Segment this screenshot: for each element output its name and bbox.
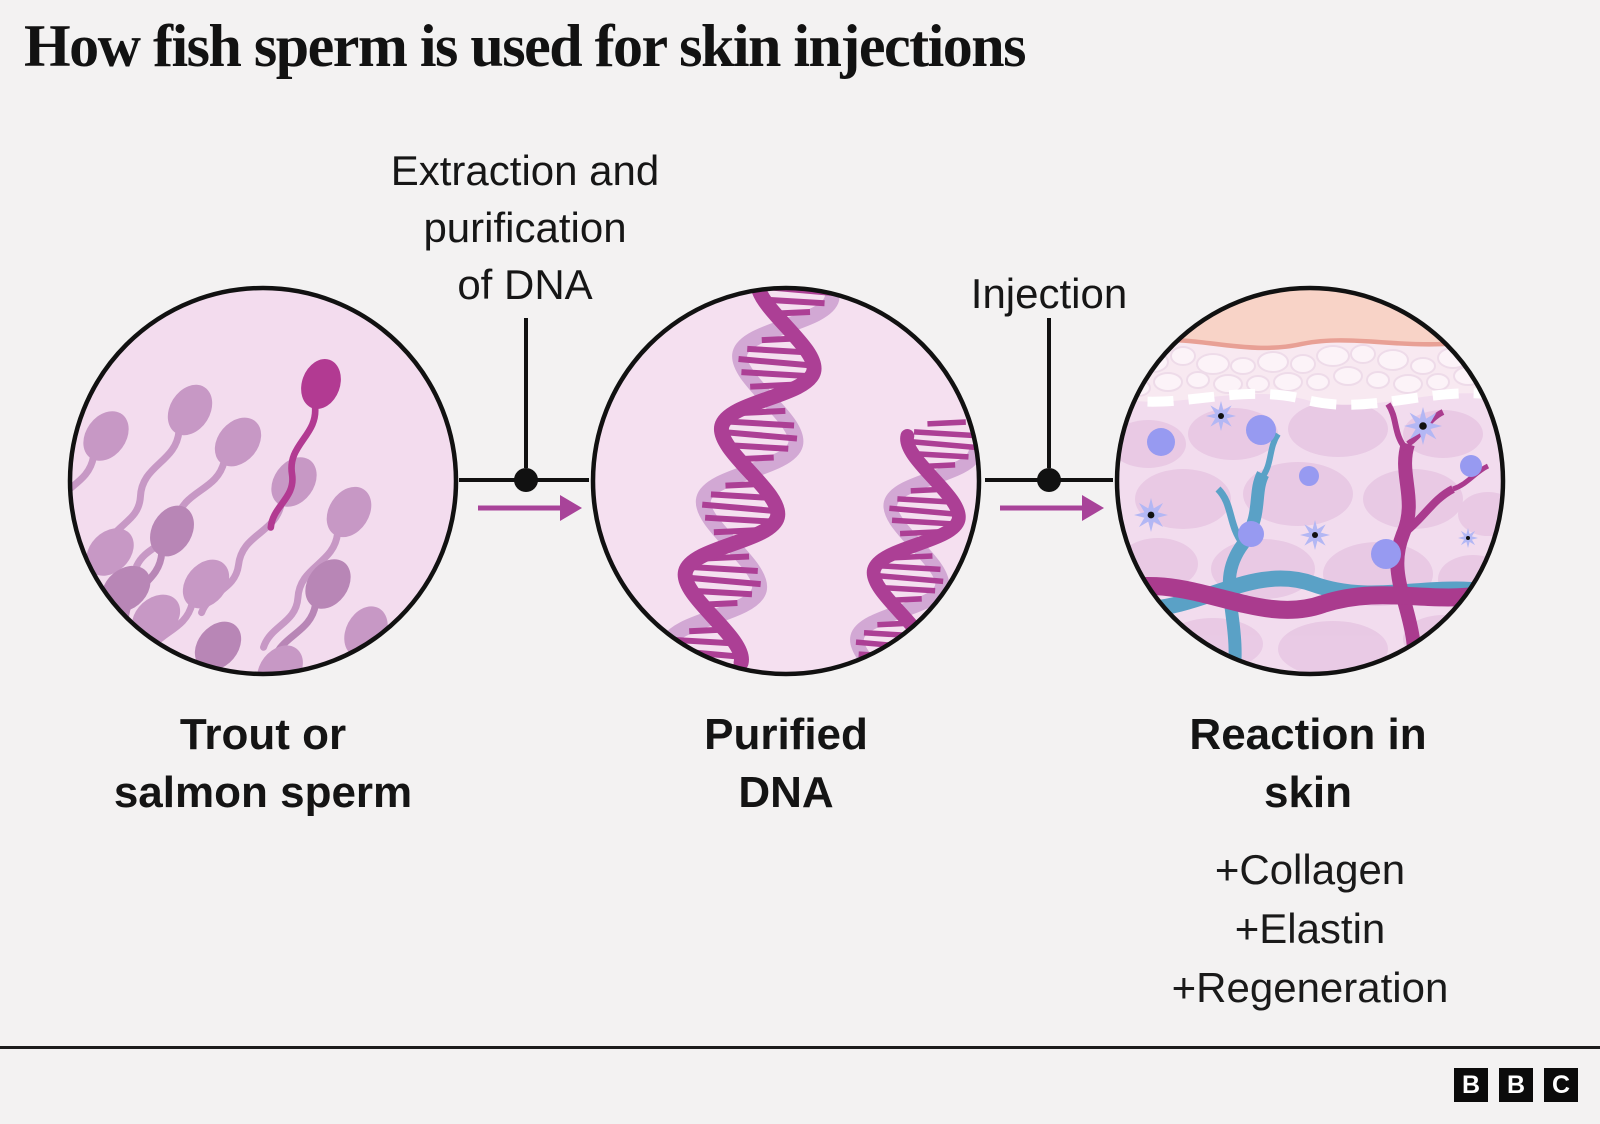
- blood-vessels: [1117, 402, 1503, 674]
- skin-cross-section-illustration: [1114, 285, 1506, 677]
- connector-dot-1: [514, 468, 538, 492]
- step-label-sperm: Trout or salmon sperm: [113, 710, 413, 817]
- connector-stem-1: [524, 318, 528, 468]
- dermis-tissue-blobs: [1117, 401, 1503, 674]
- bbc-logo-block: C: [1544, 1068, 1578, 1102]
- dashed-boundary-line: [1117, 388, 1503, 410]
- result-item: +Regeneration: [1171, 964, 1449, 1011]
- page-title: How fish sperm is used for skin injectio…: [24, 13, 1027, 79]
- flow-arrow-icon: [478, 495, 582, 521]
- step-circle-skin: [1113, 284, 1507, 678]
- bbc-logo-block: B: [1499, 1068, 1533, 1102]
- star-cells: [1134, 401, 1478, 550]
- results-list: +Collagen +Elastin +Regeneration: [1090, 840, 1530, 1017]
- flow-arrow-icon: [1000, 495, 1104, 521]
- step-label-dna: Purified DNA: [704, 710, 868, 817]
- step-label-skin: Reaction in skin: [1189, 710, 1427, 817]
- connector-label-extraction: Extraction and purification of DNA: [390, 147, 660, 308]
- step-circle-sperm: [66, 284, 460, 678]
- footer-divider: [0, 1046, 1600, 1049]
- step-circle-dna: [589, 284, 983, 678]
- sperm-cells-illustration: [67, 285, 459, 677]
- connector-label-injection: Injection: [970, 270, 1128, 317]
- bbc-logo-block: B: [1454, 1068, 1488, 1102]
- skin-cells: [1147, 415, 1482, 569]
- bbc-logo: B B C: [1454, 1068, 1578, 1102]
- dna-helix-illustration: [590, 285, 982, 677]
- result-item: +Elastin: [1234, 905, 1386, 952]
- connector-dot-2: [1037, 468, 1061, 492]
- connector-stem-2: [1047, 318, 1051, 468]
- result-item: +Collagen: [1214, 846, 1406, 893]
